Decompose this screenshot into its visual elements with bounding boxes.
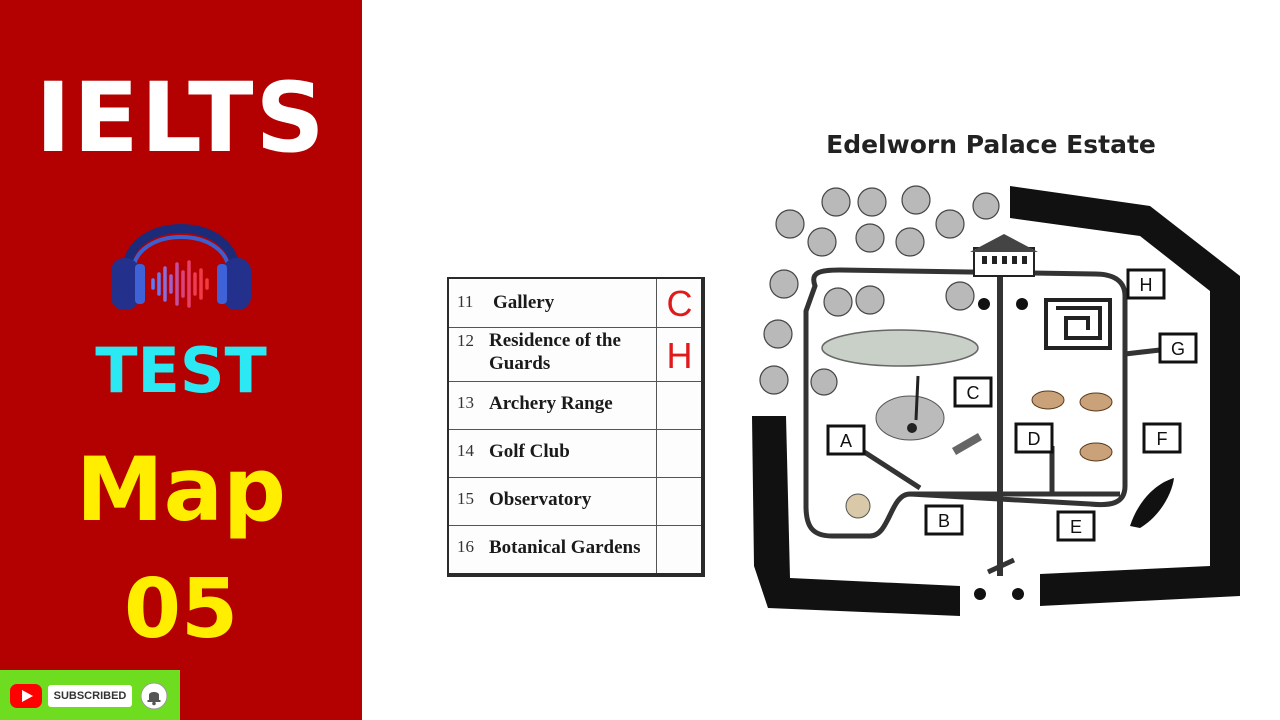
- subscribe-bar[interactable]: SUBSCRIBED: [0, 670, 180, 720]
- youtube-icon[interactable]: [10, 684, 42, 708]
- map-label-d: D: [1028, 429, 1041, 449]
- question-number: 11: [457, 292, 474, 311]
- question-label: Observatory: [489, 489, 592, 510]
- maze-icon: [1044, 298, 1112, 350]
- map-label-f: F: [1157, 429, 1168, 449]
- question-number: 12: [457, 331, 474, 350]
- map-label-h: H: [1140, 275, 1153, 295]
- question-number: 14: [457, 441, 474, 460]
- map-label-c: C: [967, 383, 980, 403]
- map-label-g: G: [1171, 339, 1185, 359]
- estate-path: [803, 267, 1128, 539]
- map-label-a: A: [840, 431, 852, 451]
- question-number: 15: [457, 489, 474, 508]
- map-title: Edelworn Palace Estate: [826, 130, 1156, 159]
- golf-green: [875, 395, 945, 441]
- question-label: Gallery: [493, 292, 555, 313]
- question-number: 13: [457, 393, 474, 412]
- answer-input[interactable]: C: [666, 283, 693, 324]
- banner-title: IELTS: [35, 62, 327, 174]
- outer-wall-east: [1010, 186, 1240, 606]
- left-banner: IELTS TEST Map 05: [0, 0, 362, 720]
- answer-column-divider: [656, 279, 657, 573]
- question-label: Archery Range: [489, 393, 613, 414]
- question-label: Golf Club: [489, 441, 570, 462]
- map-number: 05: [123, 562, 239, 657]
- question-row: 15 Observatory: [449, 477, 701, 526]
- question-row: 11 Gallery C: [449, 279, 701, 328]
- bell-icon[interactable]: [140, 682, 168, 710]
- question-row: 12 Residence of the Guards H: [449, 327, 701, 382]
- test-label: TEST: [95, 334, 267, 407]
- path-g: [1124, 347, 1161, 357]
- subscribed-button[interactable]: SUBSCRIBED: [48, 685, 132, 707]
- palace-icon: [970, 234, 1038, 277]
- headphones-icon: [111, 224, 251, 310]
- map-label-b: B: [938, 511, 950, 531]
- map-label-e: E: [1070, 517, 1082, 537]
- estate-map: A B C D E F G H: [752, 185, 1240, 616]
- fisherman-icon: [845, 493, 871, 519]
- path-to-a: [856, 445, 922, 491]
- question-label: Residence of the Guards: [489, 330, 621, 374]
- guard-icons: [974, 298, 1028, 600]
- question-row: 14 Golf Club: [449, 429, 701, 478]
- lake: [821, 329, 979, 367]
- answer-input[interactable]: H: [666, 335, 693, 376]
- map-label: Map: [76, 438, 286, 541]
- question-number: 16: [457, 537, 474, 556]
- telescope-icon: [952, 433, 982, 455]
- question-row: 13 Archery Range: [449, 381, 701, 430]
- question-table: 11 Gallery C 12 Residence of the Guards …: [447, 277, 705, 577]
- question-row: 16 Botanical Gardens: [449, 525, 701, 573]
- deer-icons: [1031, 390, 1113, 462]
- question-label: Botanical Gardens: [489, 537, 641, 558]
- tree-icons: [759, 185, 1000, 396]
- map-label-boxes: [826, 268, 1198, 542]
- gate-icon: [986, 557, 1016, 575]
- outer-wall-west: [752, 416, 960, 616]
- bird-icon: [1130, 478, 1174, 528]
